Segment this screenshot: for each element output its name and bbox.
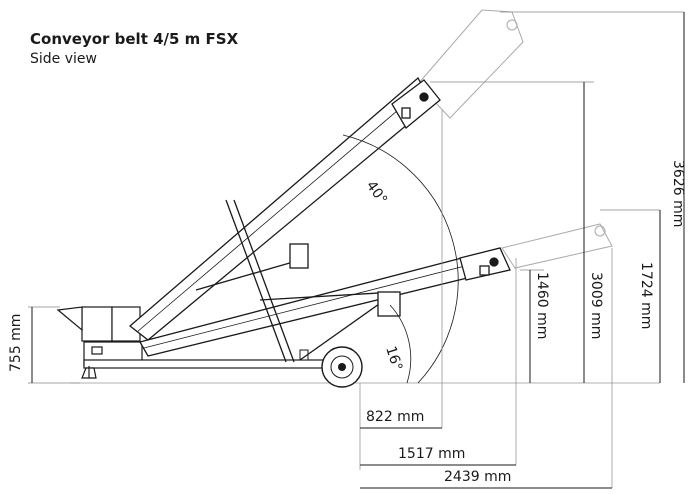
ghost-extension-upper	[417, 9, 524, 119]
dim-3009: 3009 mm	[588, 272, 604, 339]
upper-conveyor	[128, 76, 441, 341]
wheel	[299, 346, 363, 388]
dim-822: 822 mm	[366, 409, 424, 425]
horizontal-extension-lines	[28, 11, 684, 384]
dim-1460: 1460 mm	[534, 272, 550, 339]
lower-conveyor	[139, 247, 511, 357]
angle-upper-label: 40°	[363, 178, 390, 208]
dim-base-height: 755 mm	[8, 314, 24, 372]
hopper-left	[81, 306, 113, 342]
dim-2439: 2439 mm	[444, 469, 511, 485]
lower-head-drum	[459, 247, 511, 281]
dim-1724: 1724 mm	[638, 262, 654, 329]
dimension-lines	[31, 12, 685, 489]
diagram-subtitle: Side view	[30, 51, 97, 67]
chassis-frame	[83, 359, 333, 369]
diagram-title: Conveyor belt 4/5 m FSX	[30, 30, 239, 48]
ghost-extension-lower	[501, 223, 613, 269]
hopper-funnel	[56, 306, 83, 332]
chassis	[56, 306, 333, 379]
angle-arcs	[342, 134, 459, 384]
support-struts	[195, 199, 401, 363]
angle-lower-label: 16°	[382, 344, 405, 373]
dim-1517: 1517 mm	[398, 446, 465, 462]
dim-3626: 3626 mm	[670, 160, 686, 227]
